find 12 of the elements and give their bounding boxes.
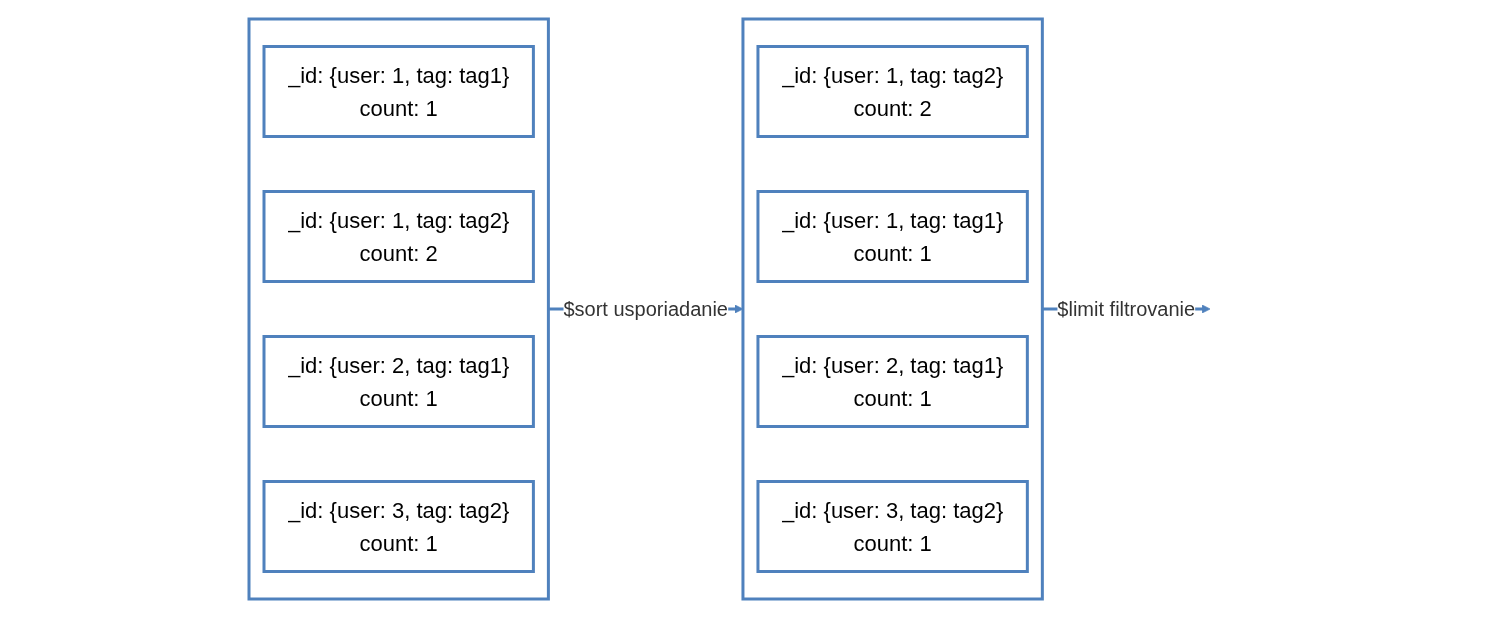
node-box: _id: {user: 2, tag: tag1} count: 1 <box>262 334 536 428</box>
cluster <box>247 17 551 600</box>
edge-label: $limit filtrovanie <box>1057 297 1196 320</box>
cluster <box>741 17 1045 600</box>
node-box: _id: {user: 3, tag: tag2} count: 1 <box>262 479 536 573</box>
node-box: _id: {user: 2, tag: tag1} count: 1 <box>756 334 1030 428</box>
node-box: _id: {user: 1, tag: tag1} count: 1 <box>756 189 1030 283</box>
node-box: _id: {user: 3, tag: tag2} count: 1 <box>756 479 1030 573</box>
node-box: _id: {user: 1, tag: tag2} count: 2 <box>756 44 1030 138</box>
node-box: _id: {user: 1, tag: tag2} count: 2 <box>262 189 536 283</box>
node-box: _id: {user: 1, tag: tag1} count: 1 <box>262 44 536 138</box>
edge-label: $sort usporiadanie <box>563 297 729 320</box>
